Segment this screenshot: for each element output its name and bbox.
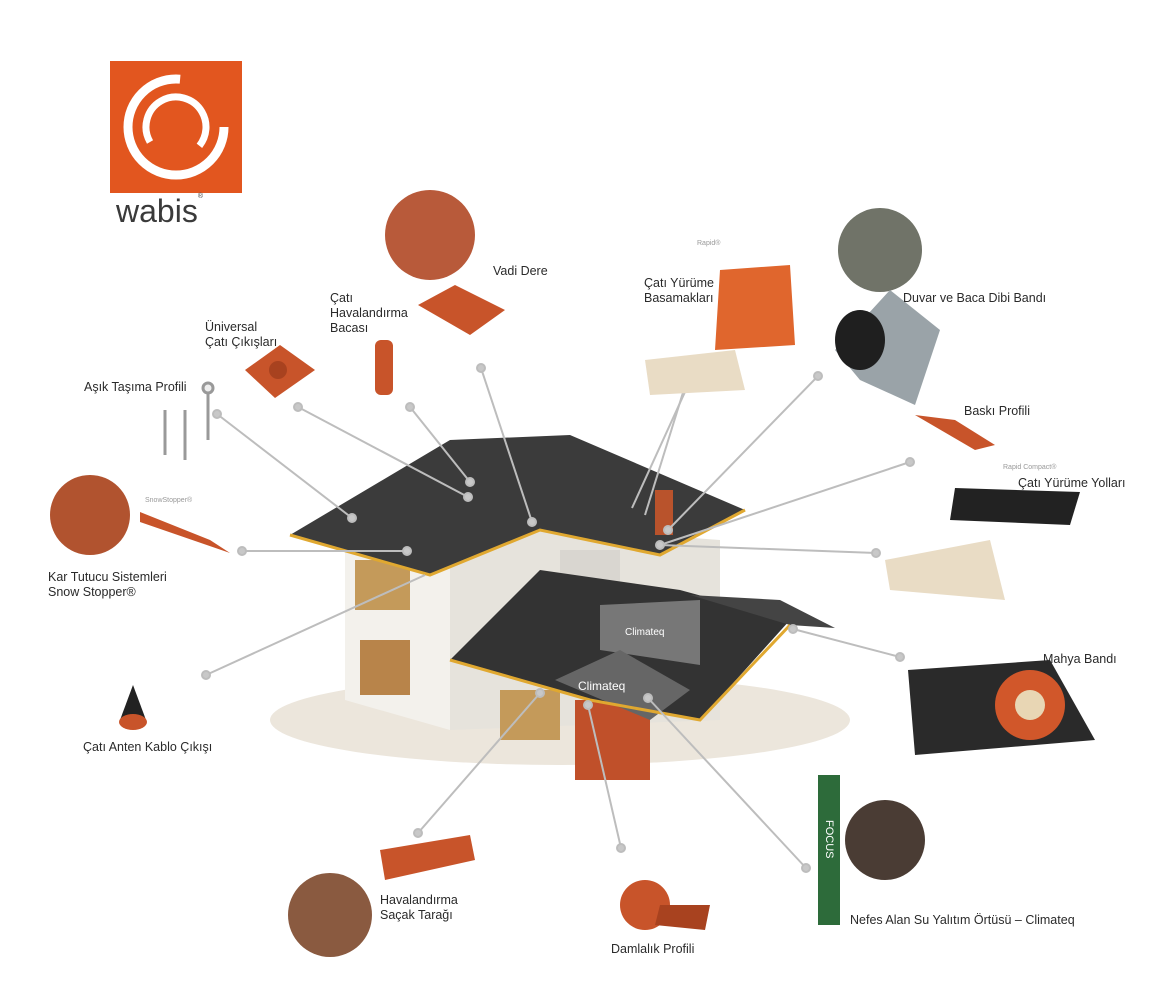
product-damlalik	[620, 880, 710, 930]
product-climateq-roll	[818, 775, 925, 925]
product-yurume-yollari	[885, 488, 1080, 600]
product-mahya-bandi	[908, 660, 1095, 755]
label-vadi-dere: Vadi Dere	[493, 264, 548, 278]
door	[360, 640, 410, 695]
climateq-print: Climateq	[578, 679, 625, 693]
label-damlalik: Damlalık Profili	[611, 942, 695, 956]
upper-roof	[290, 435, 745, 575]
window	[500, 690, 560, 740]
product-havalandirma-bacasi	[375, 340, 393, 395]
swirl-icon	[123, 74, 229, 180]
product-duvar-baca	[835, 208, 940, 405]
product-universal-cikis	[245, 345, 315, 398]
climateq-print: Climateq	[625, 627, 664, 638]
product-sacak-taragi	[288, 835, 475, 957]
label-yurume-yollari: Çatı Yürüme Yolları	[1018, 476, 1126, 490]
product-anten-kablo	[119, 685, 147, 730]
product-asik-profili	[163, 381, 215, 460]
logo-wordmark: wabis®	[116, 193, 203, 229]
label-rapid-small: Rapid®	[697, 240, 721, 247]
label-anten: Çatı Anten Kablo Çıkışı	[83, 740, 213, 754]
focus-print: FOCUS	[823, 820, 835, 859]
leader-lines	[201, 363, 915, 873]
product-vadi-dere	[385, 190, 505, 335]
label-asik: Aşık Taşıma Profili	[84, 380, 187, 394]
product-baski-profili	[915, 415, 995, 450]
climateq-membrane	[600, 600, 700, 665]
product-yurume-basamak	[645, 265, 795, 395]
label-rapid-compact-small: Rapid Compact®	[1003, 464, 1057, 471]
wabis-logo	[110, 61, 242, 193]
chimney	[655, 490, 673, 535]
product-snow-stopper	[50, 475, 230, 555]
label-baski: Baskı Profili	[964, 404, 1030, 418]
label-nefes: Nefes Alan Su Yalıtım Örtüsü – Climateq	[850, 913, 1075, 927]
label-snowstopper-small: SnowStopper®	[145, 497, 193, 504]
label-mahya: Mahya Bandı	[1043, 652, 1117, 666]
label-duvar-baca: Duvar ve Baca Dibi Bandı	[903, 291, 1047, 305]
